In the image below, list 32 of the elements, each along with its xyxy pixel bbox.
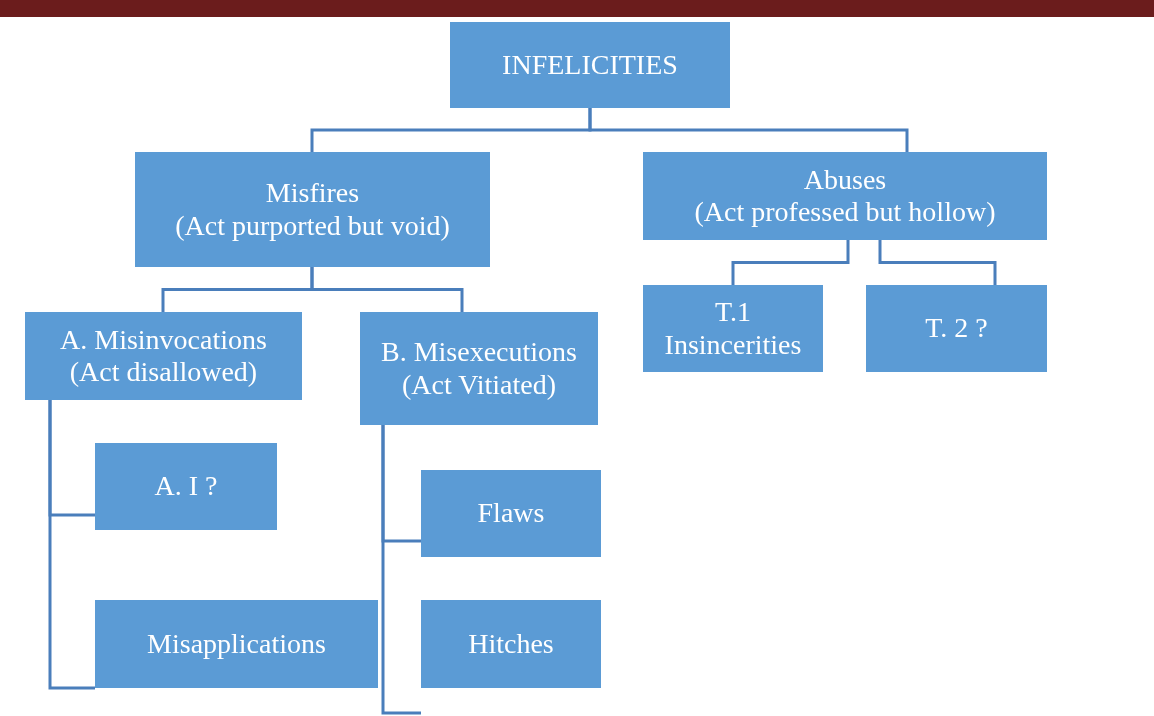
node-title: T. 2 ? <box>925 312 988 345</box>
connector-line <box>381 425 421 715</box>
node-subtitle: (Act professed but hollow) <box>694 196 996 229</box>
node-title: T.1 Insincerities <box>663 296 803 361</box>
category-box <box>643 285 823 372</box>
category-box <box>95 443 277 530</box>
node-title: Flaws <box>477 497 545 530</box>
node-title: B. Misexecutions <box>381 336 577 369</box>
node-title: INFELICITIES <box>502 48 678 82</box>
connector-line <box>588 108 909 152</box>
category-box <box>95 600 378 688</box>
category-box <box>866 285 1047 372</box>
category-box <box>450 22 730 108</box>
connector-line <box>878 240 997 285</box>
node-subtitle: (Act purported but void) <box>175 209 450 242</box>
category-box <box>421 600 601 688</box>
category-box <box>360 312 598 425</box>
category-box <box>25 312 302 400</box>
node-title: Misapplications <box>147 627 326 661</box>
node-title: A. Misinvocations <box>60 323 267 356</box>
category-box <box>135 152 490 267</box>
connector-line <box>731 240 850 285</box>
node-title: Abuses <box>803 163 887 196</box>
category-box <box>643 152 1047 240</box>
connector-line <box>310 267 464 312</box>
node-title: Misfires <box>265 177 360 210</box>
node-subtitle: (Act disallowed) <box>69 356 258 389</box>
node-title: Hitches <box>468 627 554 661</box>
node-subtitle: (Act Vitiated) <box>401 368 557 401</box>
category-box <box>421 470 601 557</box>
node-title: A. I ? <box>154 470 218 503</box>
connector-line <box>48 400 95 690</box>
